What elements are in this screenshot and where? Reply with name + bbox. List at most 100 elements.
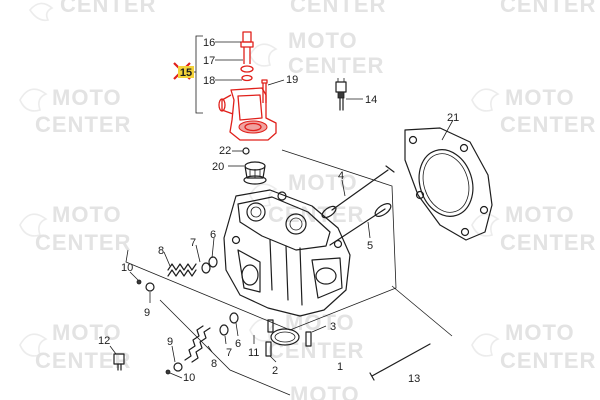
leader-line — [441, 119, 454, 141]
leader-line — [267, 79, 285, 86]
watermark-logo-icon — [19, 333, 48, 357]
thermostat-housing-part[interactable] — [218, 31, 277, 141]
spring-coil — [191, 327, 211, 363]
leader-line — [367, 221, 371, 239]
gasket-bore — [418, 149, 474, 217]
dowel-pin — [305, 331, 312, 347]
bolt-head — [261, 79, 268, 84]
callout-label: 10 — [121, 262, 133, 274]
watermark-logo-icon — [471, 88, 500, 112]
gasket-hole — [479, 205, 489, 215]
callout-label: 17 — [203, 55, 215, 67]
head-top-deck — [237, 196, 331, 251]
leader-line — [163, 251, 171, 267]
callout-label: 7 — [190, 237, 196, 249]
callout-label: 22 — [219, 145, 231, 157]
leader-line — [224, 335, 227, 345]
sensor-hex — [337, 91, 345, 99]
sensor-connector — [335, 81, 347, 93]
sealing-washer — [240, 65, 254, 73]
sensor-part-14[interactable] — [335, 78, 347, 111]
temp-sensor-stem — [243, 47, 251, 64]
watermark-row-1: MOTO CENTER — [249, 28, 383, 78]
valve-seal — [229, 312, 239, 324]
temp-sensor-cap — [242, 31, 252, 43]
head-stud-hole — [231, 235, 241, 245]
head-stud-hole — [277, 191, 287, 201]
leader-line — [235, 322, 239, 337]
cylinder-head-part[interactable] — [223, 189, 351, 317]
valve-tip — [385, 165, 395, 173]
oring-large-inner — [274, 331, 296, 343]
stud-shaft — [371, 343, 431, 377]
gasket-hole — [459, 143, 469, 153]
spring-coil — [167, 269, 197, 277]
leader-line — [207, 345, 213, 353]
dowel-part-2[interactable] — [265, 331, 312, 357]
watermark-row-4: MOTO CENTER MOTO CENTER — [19, 202, 595, 255]
watermark-text: CENTER — [290, 0, 386, 17]
camshaft-bore — [246, 202, 266, 222]
valve-keeper — [136, 279, 142, 285]
callout-label: 4 — [338, 170, 344, 182]
watermark-row-3: MOTO CENTER — [249, 170, 364, 227]
selected-callout-marker[interactable]: 15 — [173, 62, 194, 80]
callout-label: 18 — [203, 75, 215, 87]
valve-part-5[interactable] — [329, 201, 393, 246]
bracket-line — [195, 35, 203, 114]
callout-label: 9 — [144, 307, 150, 319]
callout-label: 2 — [272, 365, 278, 377]
bolt-part-19[interactable] — [261, 79, 268, 103]
callout-label: 14 — [365, 94, 377, 106]
head-port-opening-left — [241, 264, 259, 286]
callout-label: 7 — [226, 347, 232, 359]
head-outline — [223, 189, 351, 317]
watermark-logo-icon — [19, 88, 48, 112]
watermark-row-2: MOTO CENTER MOTO CENTER — [19, 85, 596, 137]
dowel-part-11[interactable] — [267, 319, 274, 333]
head-port-left — [237, 249, 261, 293]
watermark-text: CENTER — [35, 230, 131, 255]
sensor-tip — [339, 97, 344, 111]
watermark-logo-icon — [29, 2, 54, 22]
leader-line — [391, 285, 453, 337]
head-gasket-part[interactable] — [404, 127, 493, 241]
watermark-text: CENTER — [268, 202, 364, 227]
watermark-text: MOTO — [288, 28, 358, 53]
watermark-text: MOTO — [52, 202, 122, 227]
watermark-text: CENTER — [500, 112, 596, 137]
housing-body — [229, 87, 277, 141]
oring-part-3[interactable] — [270, 328, 300, 346]
head-port-opening — [315, 267, 337, 285]
spark-plug-well — [285, 213, 307, 235]
spring-retainer — [201, 262, 211, 274]
stud-part-13[interactable] — [369, 343, 431, 381]
watermark-text: MOTO — [288, 170, 358, 195]
watermark-layer: CENTER CENTER CENTER MOTO CENTER MOTO CE… — [19, 0, 596, 400]
callout-label: 8 — [158, 245, 164, 257]
leader-line — [129, 271, 139, 281]
valve-spring-part-lower[interactable] — [165, 312, 239, 375]
oring-part-22[interactable] — [242, 147, 250, 155]
housing-face — [237, 94, 263, 121]
callout-label: 11 — [248, 347, 259, 359]
leader-line — [195, 244, 201, 263]
callout-highlight-box — [178, 66, 194, 78]
plug-part-12[interactable] — [113, 353, 125, 371]
dowel-pin — [265, 341, 272, 357]
callout-label: 3 — [330, 321, 336, 333]
oring-large — [270, 328, 300, 346]
watermark-text: CENTER — [35, 112, 131, 137]
callout-label: 8 — [211, 358, 217, 370]
thermostat-part[interactable] — [243, 161, 267, 185]
spring-coil — [167, 263, 197, 271]
callout-label: 6 — [210, 229, 216, 241]
valve-part-4[interactable] — [320, 165, 395, 220]
leader-line — [169, 372, 183, 379]
callout-label: 13 — [408, 373, 420, 385]
head-ribs — [269, 239, 303, 306]
callout-label: 9 — [167, 336, 173, 348]
valve-spring-part[interactable] — [136, 256, 218, 292]
head-assembly-bracket-lower — [159, 299, 291, 396]
